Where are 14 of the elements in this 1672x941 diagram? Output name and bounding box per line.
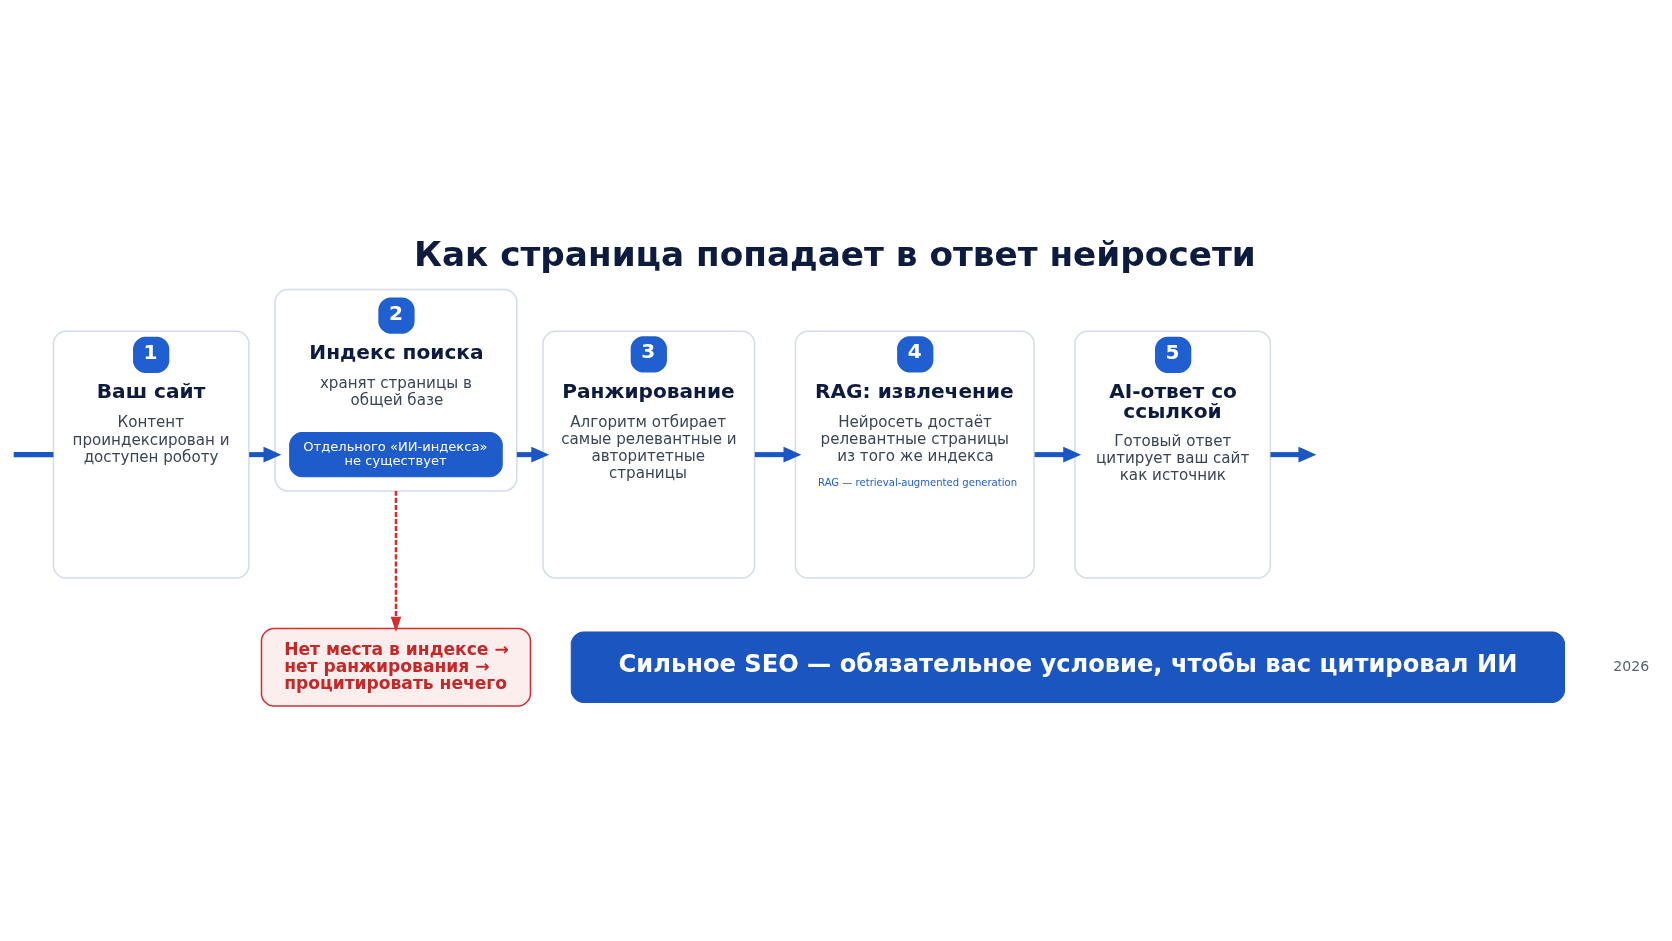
node-box: 5 AI-ответ со ссылкой Готовый ответ цитирует ваш сайт как источник bbox=[1074, 329, 1272, 579]
arrow bbox=[1034, 446, 1082, 462]
diagram-title: Как страница попадает в ответ нейросети bbox=[413, 233, 1256, 274]
node-box: Сильное SEO — обязательное условие, чтобы вас цитировал ИИ bbox=[570, 630, 1565, 703]
node-box: Отдельного «ИИ-индекса» не существует bbox=[289, 431, 503, 477]
label: 2026 bbox=[1613, 657, 1650, 674]
connector bbox=[13, 451, 54, 457]
arrow bbox=[390, 490, 402, 632]
node-box: 4 RAG: извлечение Нейросеть достаёт релевантные страницы из того же индекса RAG — retrieval-augmented generation bbox=[794, 329, 1035, 579]
node-box: 1 Ваш сайт Контент проиндексирован и доступен роботу bbox=[52, 329, 250, 579]
node-box: Нет места в индексе → нет ранжирования → процитировать нечего bbox=[260, 627, 532, 707]
node-box: 3 Ранжирование Алгоритм отбирает самые релевантные и авторитетные страницы bbox=[542, 329, 756, 579]
arrow bbox=[1270, 446, 1317, 462]
arrow bbox=[754, 446, 802, 462]
